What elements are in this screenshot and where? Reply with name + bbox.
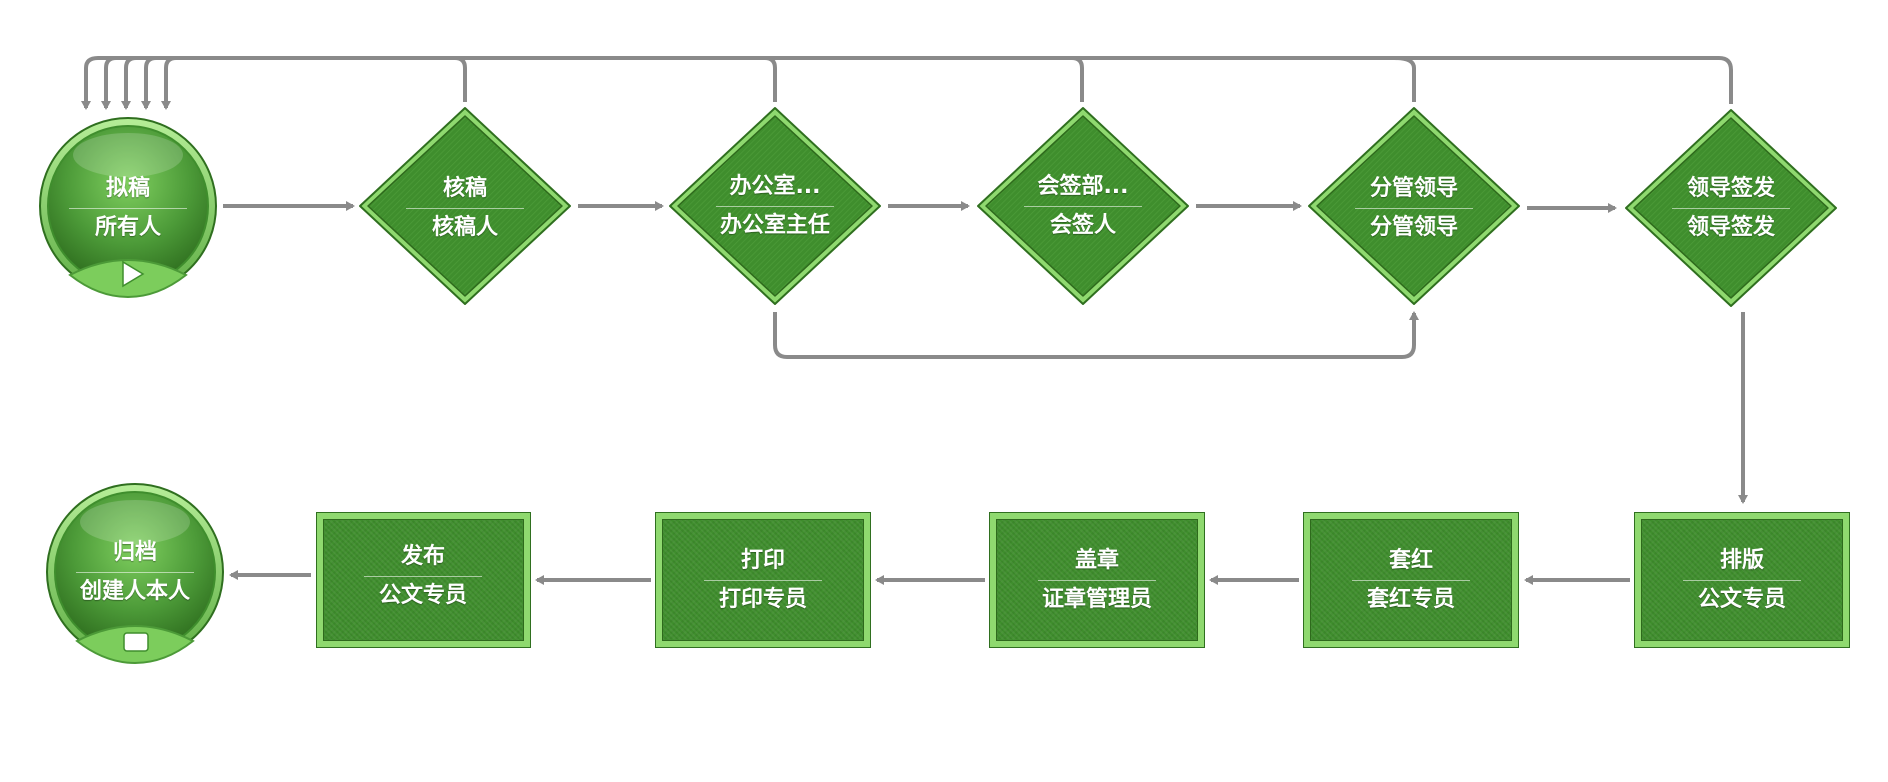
node-leader-title: 领导签发 [1686,175,1775,201]
node-seal[interactable]: 盖章 证章管理员 [1017,540,1177,620]
node-archive-role: 创建人本人 [79,578,190,604]
node-review-divider [406,207,524,209]
node-countersign[interactable]: 会签部... 会签人 [1003,166,1163,246]
node-archive[interactable]: 归档 创建人本人 [55,532,215,612]
node-office-divider [716,205,834,207]
node-publish-body [323,519,524,641]
node-typeset-role: 公文专员 [1697,586,1786,612]
node-publish-role: 公文专员 [378,582,467,608]
node-seal-role: 证章管理员 [1041,586,1152,612]
node-draft-shape[interactable] [39,117,217,299]
node-leader[interactable]: 领导签发 领导签发 [1651,168,1811,248]
edge-office-to-deputy [773,311,1419,359]
node-publish-box[interactable] [316,512,531,648]
node-publish-title: 发布 [400,543,445,569]
node-seal-divider [1038,579,1156,581]
node-office-role: 办公室主任 [719,212,830,238]
edge-return-review-to-draft [161,56,467,110]
node-review-shape[interactable] [359,107,571,305]
node-review-role: 核稿人 [431,214,498,240]
node-countersign-role: 会签人 [1049,212,1116,238]
stop-icon[interactable] [123,632,149,652]
node-office[interactable]: 办公室... 办公室主任 [695,166,855,246]
node-archive-title: 归档 [112,539,157,565]
node-publish[interactable]: 发布 公文专员 [343,536,503,616]
node-print-title: 打印 [740,547,785,573]
node-typeset-divider [1683,579,1801,581]
node-deputy-shape[interactable] [1308,107,1520,305]
node-draft[interactable]: 拟稿 所有人 [48,168,208,248]
node-print-divider [704,579,822,581]
node-publish-divider [364,575,482,577]
node-countersign-title: 会签部... [1037,173,1129,199]
node-redhead[interactable]: 套红 套红专员 [1331,540,1491,620]
node-draft-title: 拟稿 [105,175,150,201]
node-review[interactable]: 核稿 核稿人 [385,168,545,248]
edge-return-office-to-draft [141,56,777,110]
node-draft-role: 所有人 [94,214,161,240]
node-deputy-divider [1355,207,1473,209]
node-redhead-title: 套红 [1388,547,1433,573]
node-countersign-divider [1024,205,1142,207]
node-deputy-title: 分管领导 [1369,175,1458,201]
edge-return-deputy-to-draft [101,56,1416,110]
play-icon[interactable] [122,260,145,288]
node-seal-title: 盖章 [1074,547,1119,573]
node-print-role: 打印专员 [718,586,807,612]
node-redhead-divider [1352,579,1470,581]
node-leader-role: 领导签发 [1686,214,1775,240]
edge-return-countersign-to-draft [121,56,1084,110]
node-leader-divider [1672,207,1790,209]
node-typeset[interactable]: 排版 公文专员 [1662,540,1822,620]
node-deputy-role: 分管领导 [1369,214,1458,240]
node-draft-divider [69,207,187,209]
node-review-title: 核稿 [442,175,487,201]
node-deputy[interactable]: 分管领导 分管领导 [1334,168,1494,248]
node-typeset-title: 排版 [1719,547,1764,573]
node-print[interactable]: 打印 打印专员 [683,540,843,620]
node-office-title: 办公室... [729,173,821,199]
node-redhead-role: 套红专员 [1366,586,1455,612]
edge-return-leader-to-draft [81,56,1733,110]
node-archive-divider [76,571,194,573]
